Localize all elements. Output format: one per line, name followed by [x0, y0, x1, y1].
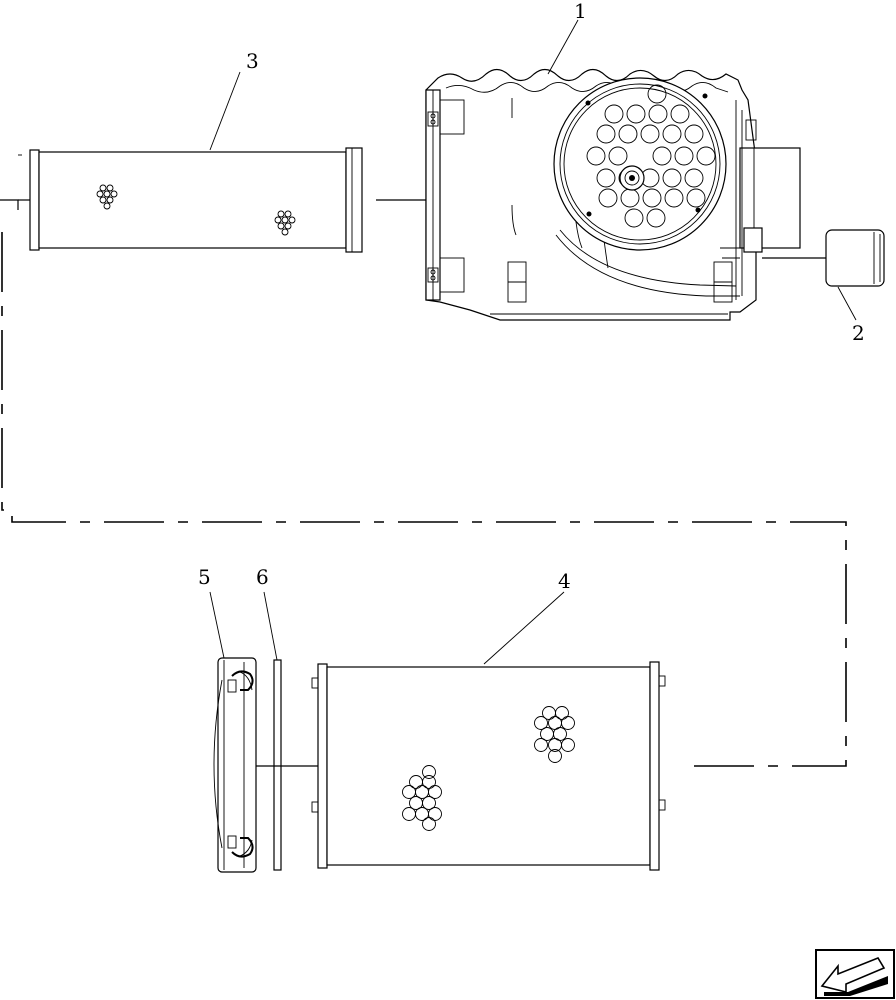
leader-lines — [209, 19, 857, 665]
latch-icon — [427, 267, 439, 283]
perforation-cluster — [402, 765, 442, 831]
perforation-cluster — [534, 706, 575, 763]
gasket — [273, 659, 282, 871]
end-cover — [213, 657, 257, 873]
clip-icon — [227, 835, 254, 858]
callout-5: 5 — [198, 565, 211, 589]
latch-icon — [427, 111, 439, 127]
perforation-cluster — [274, 210, 296, 236]
callout-2: 2 — [852, 321, 865, 345]
callout-6: 6 — [256, 565, 269, 589]
restriction-indicator — [762, 229, 885, 287]
air-cleaner-housing — [425, 68, 801, 321]
back-arrow-icon[interactable] — [815, 949, 895, 999]
callout-4: 4 — [558, 569, 571, 593]
callout-3: 3 — [246, 49, 259, 73]
perforation-cluster — [96, 184, 118, 210]
outer-filter-element — [311, 661, 666, 871]
clip-icon — [227, 670, 254, 693]
inner-filter-element — [18, 147, 363, 253]
callout-1: 1 — [574, 0, 587, 23]
